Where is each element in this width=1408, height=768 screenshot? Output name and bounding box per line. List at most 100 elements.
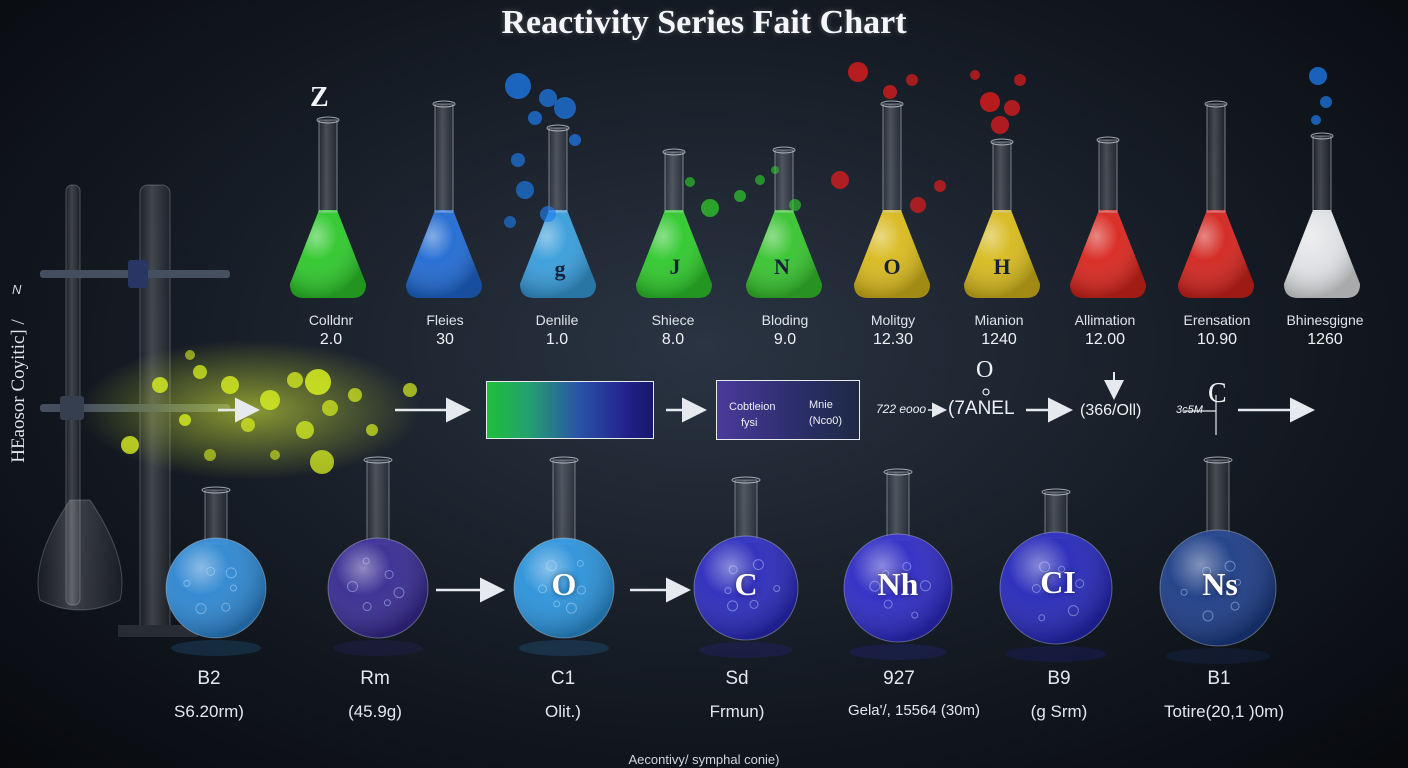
spectrum-box	[486, 381, 654, 439]
info-box: Cobtleion fysi Mnie (Nco0)	[716, 380, 860, 440]
top-flask-value-9: 10.90	[1196, 331, 1238, 348]
flow-label-3: (366/Oll)	[1080, 402, 1142, 419]
top-flask-letter-4: J	[669, 254, 681, 279]
top-flask-1	[290, 116, 366, 298]
top-flask-label-1: Colldnr	[308, 312, 354, 328]
top-flask-value-10: 1260	[1307, 331, 1343, 348]
bottom-flask-value-4: Frmun)	[709, 702, 765, 721]
bottom-flask-value-2: (45.9g)	[348, 702, 402, 721]
bottom-flask-label-3: C1	[550, 668, 576, 689]
flow-label-4: 3c5M	[1176, 404, 1203, 416]
c-symbol: C	[1208, 378, 1227, 409]
flask-neck	[734, 479, 758, 543]
side-mark: N	[12, 282, 22, 297]
footer-caption: Aecontivy/ symphal conie)	[628, 752, 780, 767]
top-flask-letter-7: H	[993, 254, 1011, 279]
flask-neck	[366, 459, 390, 545]
top-flask-4	[636, 148, 712, 298]
top-flask-row	[290, 100, 1360, 298]
info-box-right-bottom: (Nco0)	[809, 415, 843, 427]
top-flask-letter-5: N	[774, 254, 790, 279]
top-flask-value-5: 9.0	[773, 331, 797, 348]
top-flask-value-6: 12.30	[872, 331, 914, 348]
flask-neck	[1098, 139, 1118, 213]
bottom-flask-symbol-4: C	[734, 566, 758, 602]
red-bubbles	[831, 62, 1026, 213]
top-flask-letter-3: g	[554, 256, 566, 281]
bottom-flask-value-5: Gela'/, 15564 (30m)	[847, 702, 981, 719]
flask-neck	[664, 151, 684, 213]
top-flask-label-9: Erensation	[1183, 312, 1251, 328]
top-flask-9	[1178, 100, 1254, 298]
top-flask-8	[1070, 136, 1146, 298]
top-flask-value-8: 12.00	[1084, 331, 1126, 348]
bottom-flask-label-4: Sd	[725, 668, 749, 689]
top-flask-label-6: Molitgy	[870, 312, 916, 328]
bottom-flask-label-5: 927	[883, 668, 915, 689]
top-flask-label-2: Fleies	[426, 312, 464, 328]
flask-neck	[1206, 103, 1226, 213]
flow-label-1: 722 eooo	[876, 402, 927, 416]
top-flask-7	[964, 138, 1040, 298]
top-flask-label-4: Shiece	[651, 312, 695, 328]
top-flask-value-4: 8.0	[661, 331, 685, 348]
flask-neck	[882, 103, 902, 213]
bottom-flask-7	[1159, 456, 1277, 664]
top-flask-label-5: Bloding	[761, 312, 809, 328]
top-flask-value-2: 30	[436, 331, 454, 348]
top-flask-10	[1284, 132, 1360, 298]
top-flask-label-10: Bhinesgigne	[1286, 312, 1364, 328]
flask-neck	[434, 103, 454, 213]
flask-neck	[204, 489, 228, 545]
flask-neck	[886, 471, 910, 541]
flask-neck	[318, 119, 338, 213]
info-box-left-bottom: fysi	[741, 417, 758, 429]
info-box-right-top: Mnie	[809, 399, 833, 411]
bottom-flask-value-3: Olit.)	[545, 702, 581, 721]
flask-neck	[548, 127, 568, 213]
bottom-flask-label-2: Rm	[360, 668, 390, 689]
top-flask-label-7: Mianion	[974, 312, 1024, 328]
flask-neck	[992, 141, 1012, 213]
blue-bubbles	[504, 67, 1332, 228]
corner-letter: Z	[310, 82, 329, 113]
top-flask-label-8: Allimation	[1074, 312, 1136, 328]
bottom-flask-label-1: B2	[197, 668, 221, 689]
side-label: HEaosor Coyitic] /	[8, 319, 29, 463]
bottom-flask-label-7: B1	[1207, 668, 1231, 689]
flask-neck	[1044, 491, 1068, 539]
bottom-flask-5	[843, 468, 953, 660]
top-flask-6	[854, 100, 930, 298]
bottom-flask-value-7: Totire(20,1 )0m)	[1164, 702, 1284, 721]
bottom-flask-2	[327, 456, 429, 656]
top-flask-value-7: 1240	[981, 331, 1017, 348]
bottom-flask-label-6: B9	[1047, 668, 1071, 689]
bottom-flask-6	[999, 488, 1113, 662]
bottom-flask-4	[693, 476, 799, 658]
flask-neck	[774, 149, 794, 213]
bottom-flask-symbol-3: O	[551, 566, 577, 602]
bottom-flask-value-6: (g Srm)	[1030, 702, 1088, 721]
bottom-flask-row	[165, 456, 1277, 664]
green-bubbles	[685, 166, 801, 217]
flask-neck	[552, 459, 576, 545]
bottom-flask-symbol-5: Nh	[877, 566, 919, 602]
top-flask-value-1: 2.0	[319, 331, 343, 348]
top-flask-letter-6: O	[883, 254, 901, 279]
flask-neck	[1206, 459, 1230, 537]
top-flask-3	[520, 124, 596, 298]
bottom-flask-value-1: S6.20rm)	[174, 702, 244, 721]
bottom-flask-symbol-6: CI	[1040, 564, 1076, 600]
info-box-left-top: Cobtleion	[729, 401, 776, 413]
top-flask-value-3: 1.0	[545, 331, 569, 348]
flow-label-2: (7ANEL	[948, 398, 1015, 419]
bottom-flask-3	[513, 456, 615, 656]
flow-arrows	[218, 372, 1315, 603]
chart-title: Reactivity Series Fait Chart	[501, 4, 907, 41]
top-flask-2	[406, 100, 482, 298]
bottom-flask-symbol-7: Ns	[1202, 566, 1238, 602]
o-symbol: O	[976, 357, 994, 383]
top-flask-5	[746, 146, 822, 298]
bottom-flask-1	[165, 486, 267, 656]
